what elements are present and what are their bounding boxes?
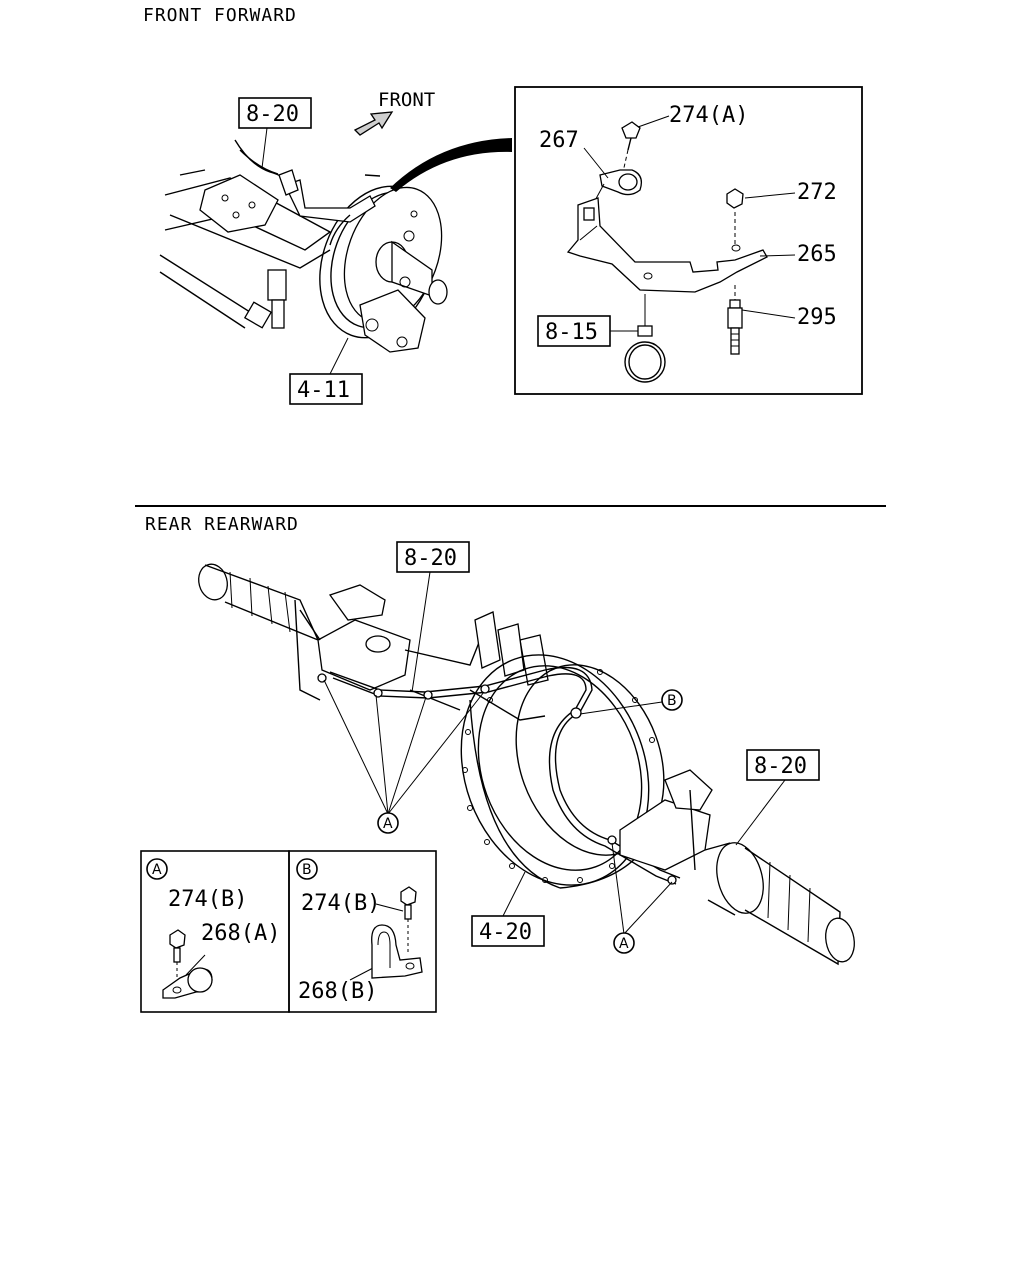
callout-8-15: 8-15 bbox=[545, 320, 598, 345]
marker-a-left-label: A bbox=[383, 816, 393, 832]
callout-box-8-20-rear-right bbox=[746, 749, 820, 781]
callout-box-4-20 bbox=[471, 915, 545, 947]
marker-a-right-label: A bbox=[619, 936, 629, 952]
rear-axle-illustration bbox=[198, 563, 855, 966]
callout-box-8-20-front bbox=[238, 97, 312, 129]
detail-a-part-268a: 268(A) bbox=[201, 921, 280, 946]
callout-box-8-20-rear-left bbox=[396, 541, 470, 573]
detail-a-marker-label: A bbox=[152, 862, 162, 878]
part-267: 267 bbox=[539, 128, 579, 153]
front-axle-illustration bbox=[159, 111, 512, 353]
callout-4-11: 4-11 bbox=[297, 378, 350, 403]
part-272: 272 bbox=[797, 180, 837, 205]
clip-268b-illustration bbox=[371, 886, 423, 979]
detail-b-part-274b: 274(B) bbox=[301, 891, 380, 916]
callout-4-20: 4-20 bbox=[479, 920, 532, 945]
detail-b-marker bbox=[296, 858, 318, 880]
detail-a-part-274b: 274(B) bbox=[168, 887, 247, 912]
detail-b-box bbox=[288, 850, 437, 1013]
callout-8-20-front: 8-20 bbox=[246, 102, 299, 127]
callout-8-20-rear-right: 8-20 bbox=[754, 754, 807, 779]
detail-pointer-arrow bbox=[390, 138, 512, 192]
part-265: 265 bbox=[797, 242, 837, 267]
marker-b bbox=[661, 689, 683, 711]
bracket-detail-box bbox=[514, 86, 863, 395]
part-295: 295 bbox=[797, 305, 837, 330]
rear-section-title: REAR REARWARD bbox=[145, 514, 299, 535]
clip-268a-illustration bbox=[162, 929, 213, 999]
marker-a-right bbox=[613, 932, 635, 954]
detail-a-marker bbox=[146, 858, 168, 880]
bracket-detail-illustration bbox=[566, 121, 768, 383]
marker-a-left bbox=[377, 812, 399, 834]
callout-box-4-11 bbox=[289, 373, 363, 405]
front-direction-label: FRONT bbox=[378, 89, 435, 111]
front-section-title: FRONT FORWARD bbox=[143, 5, 297, 26]
callout-box-8-15 bbox=[537, 315, 611, 347]
callout-8-20-rear-left: 8-20 bbox=[404, 546, 457, 571]
detail-b-marker-label: B bbox=[302, 862, 312, 878]
marker-b-label: B bbox=[667, 693, 677, 709]
detail-b-part-268b: 268(B) bbox=[298, 979, 377, 1004]
part-274a: 274(A) bbox=[669, 103, 748, 128]
